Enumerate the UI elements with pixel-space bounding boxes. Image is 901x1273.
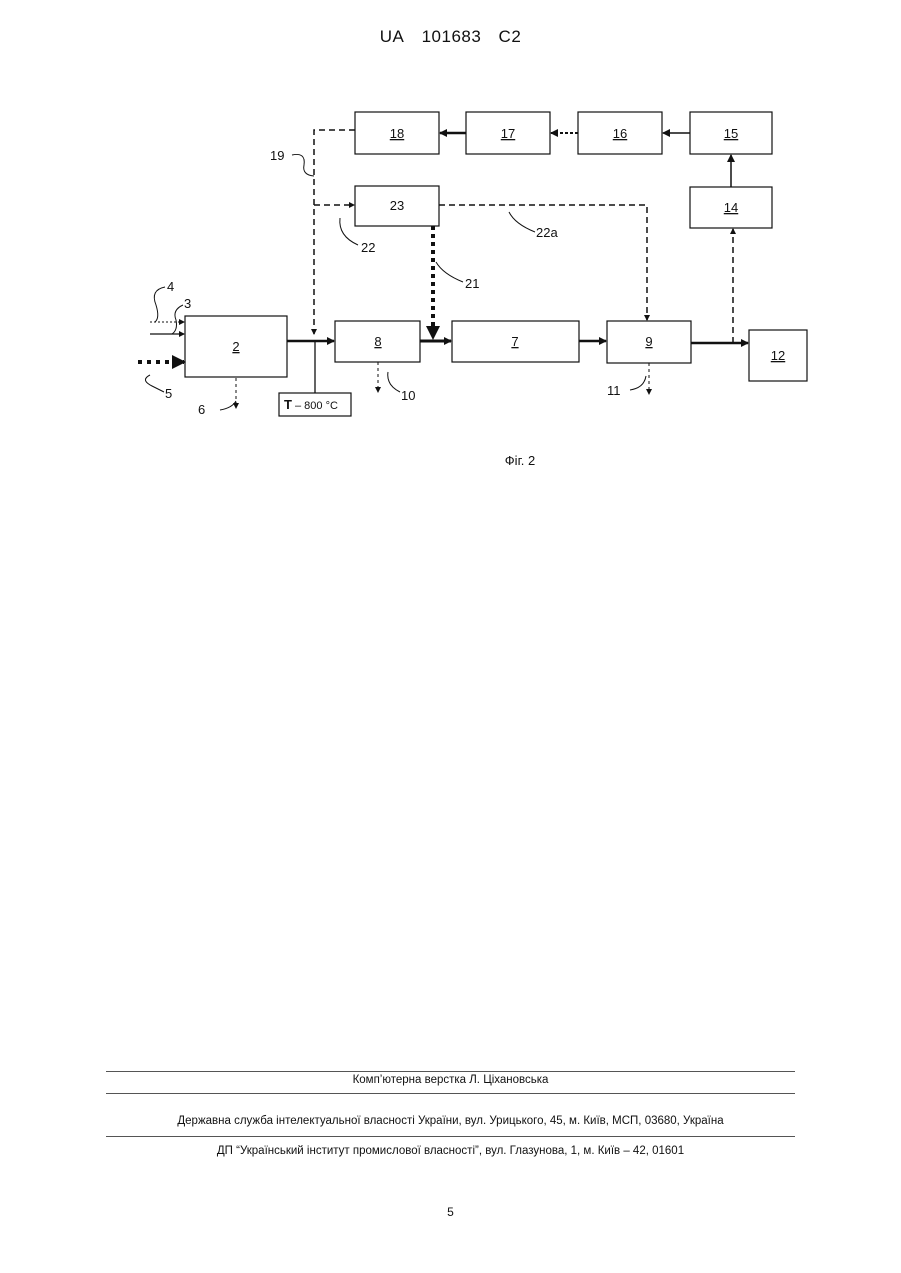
figure-caption: Фіг. 2 bbox=[0, 453, 901, 468]
footer-divider bbox=[106, 1136, 795, 1137]
block-7: 7 bbox=[452, 321, 579, 362]
svg-text:14: 14 bbox=[724, 200, 738, 215]
block-2: 2 bbox=[185, 316, 287, 377]
svg-text:15: 15 bbox=[724, 126, 738, 141]
svg-text:18: 18 bbox=[390, 126, 404, 141]
block-9: 9 bbox=[607, 321, 691, 363]
label-6: 6 bbox=[198, 402, 205, 417]
temperature-box: T – 800 °C bbox=[279, 393, 351, 416]
block-16: 16 bbox=[578, 112, 662, 154]
label-5: 5 bbox=[165, 386, 172, 401]
label-4: 4 bbox=[167, 279, 174, 294]
block-12: 12 bbox=[749, 330, 807, 381]
svg-text:9: 9 bbox=[645, 334, 652, 349]
svg-text:2: 2 bbox=[232, 339, 239, 354]
footer-service: Державна служба інтелектуальної власност… bbox=[0, 1115, 901, 1127]
svg-text:12: 12 bbox=[771, 348, 785, 363]
block-14: 14 bbox=[690, 187, 772, 228]
svg-text:T – 800 °C: T – 800 °C bbox=[284, 397, 338, 412]
label-10: 10 bbox=[401, 388, 415, 403]
block-2-inputs bbox=[138, 322, 184, 362]
block-17: 17 bbox=[466, 112, 550, 154]
footer-divider bbox=[106, 1093, 795, 1094]
svg-text:7: 7 bbox=[511, 334, 518, 349]
label-22: 22 bbox=[361, 240, 375, 255]
label-3: 3 bbox=[184, 296, 191, 311]
svg-text:16: 16 bbox=[613, 126, 627, 141]
svg-text:23: 23 bbox=[390, 198, 404, 213]
svg-text:17: 17 bbox=[501, 126, 515, 141]
label-22a: 22a bbox=[536, 225, 558, 240]
block-18: 18 bbox=[355, 112, 439, 154]
page-number: 5 bbox=[0, 1205, 901, 1219]
block-23: 23 bbox=[355, 186, 439, 226]
label-19: 19 bbox=[270, 148, 284, 163]
svg-text:8: 8 bbox=[374, 334, 381, 349]
label-21: 21 bbox=[465, 276, 479, 291]
label-11: 11 bbox=[607, 383, 621, 398]
dashed-flow-lines bbox=[236, 130, 733, 408]
footer-compiler: Комп’ютерна верстка Л. Ціхановська bbox=[0, 1074, 901, 1086]
block-15: 15 bbox=[690, 112, 772, 154]
process-flow-diagram: 2 8 7 9 12 14 15 16 17 18 23 bbox=[0, 0, 901, 480]
footer-divider bbox=[106, 1071, 795, 1072]
block-8: 8 bbox=[335, 321, 420, 362]
footer-institute: ДП “Український інститут промислової вла… bbox=[0, 1145, 901, 1157]
